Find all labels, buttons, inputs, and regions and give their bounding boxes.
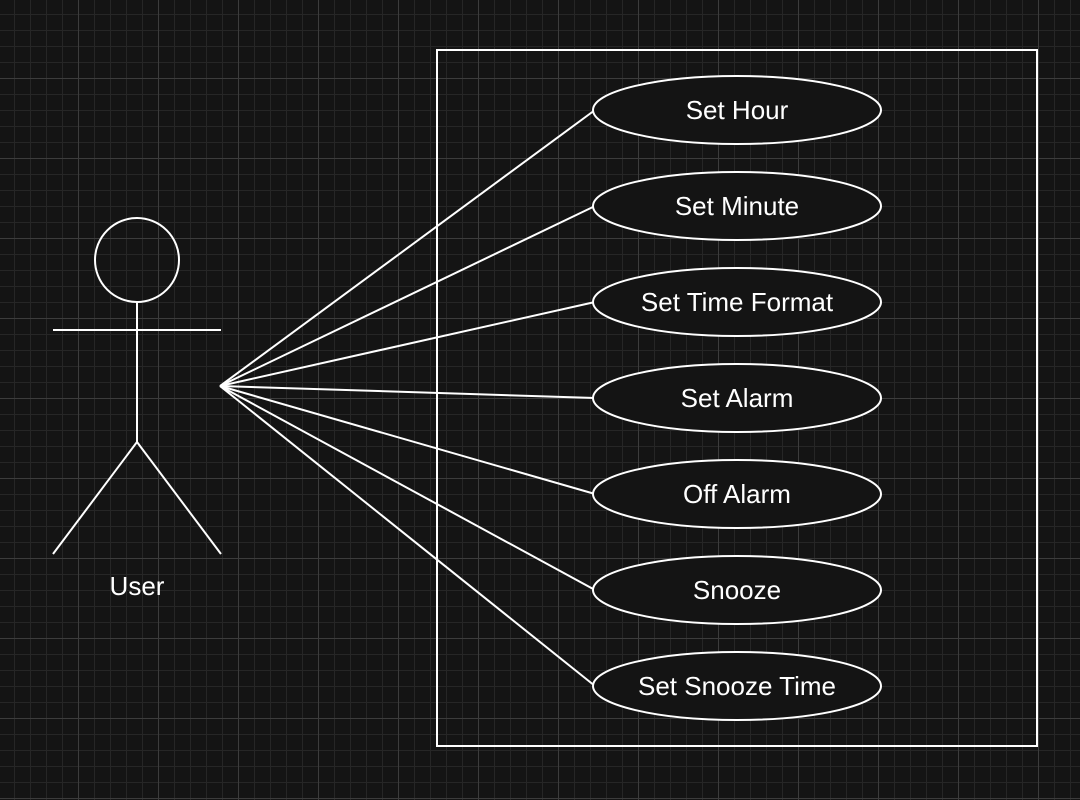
association-line-snooze [219, 385, 596, 591]
use-case-ellipse [592, 459, 882, 529]
association-lines [219, 109, 596, 687]
use-case-ellipse [592, 75, 882, 145]
association-line-set-minute [219, 205, 596, 387]
actor-head [94, 217, 180, 303]
actor-label: User [110, 571, 165, 601]
association-line-set-hour [219, 109, 596, 387]
use-case-label: Set Snooze Time [638, 671, 836, 701]
use-case-snooze[interactable]: Snooze [592, 555, 882, 625]
use-case-label: Set Minute [675, 191, 799, 221]
actor-user[interactable]: User [52, 217, 222, 601]
use-case-label: Set Time Format [641, 287, 834, 317]
use-case-label: Off Alarm [683, 479, 791, 509]
association-line-off-alarm [219, 385, 596, 495]
use-case-ellipse [592, 267, 882, 337]
use-case-set-snooze-time[interactable]: Set Snooze Time [592, 651, 882, 721]
association-line-set-time-format [219, 301, 596, 387]
association-line-set-snooze-time [219, 385, 596, 687]
use-case-set-hour[interactable]: Set Hour [592, 75, 882, 145]
use-case-set-time-format[interactable]: Set Time Format [592, 267, 882, 337]
use-case-ellipse [592, 555, 882, 625]
use-case-off-alarm[interactable]: Off Alarm [592, 459, 882, 529]
use-case-ellipse [592, 363, 882, 433]
association-line-set-alarm [219, 385, 596, 399]
use-case-label: Set Alarm [681, 383, 794, 413]
system-boundary [436, 49, 1038, 747]
use-case-ellipse [592, 171, 882, 241]
use-case-ellipse [592, 651, 882, 721]
actor-left-leg [52, 441, 138, 555]
use-case-label: Set Hour [686, 95, 789, 125]
use-case-label: Snooze [693, 575, 781, 605]
actor-right-leg [136, 441, 222, 555]
use-case-set-minute[interactable]: Set Minute [592, 171, 882, 241]
use-case-set-alarm[interactable]: Set Alarm [592, 363, 882, 433]
